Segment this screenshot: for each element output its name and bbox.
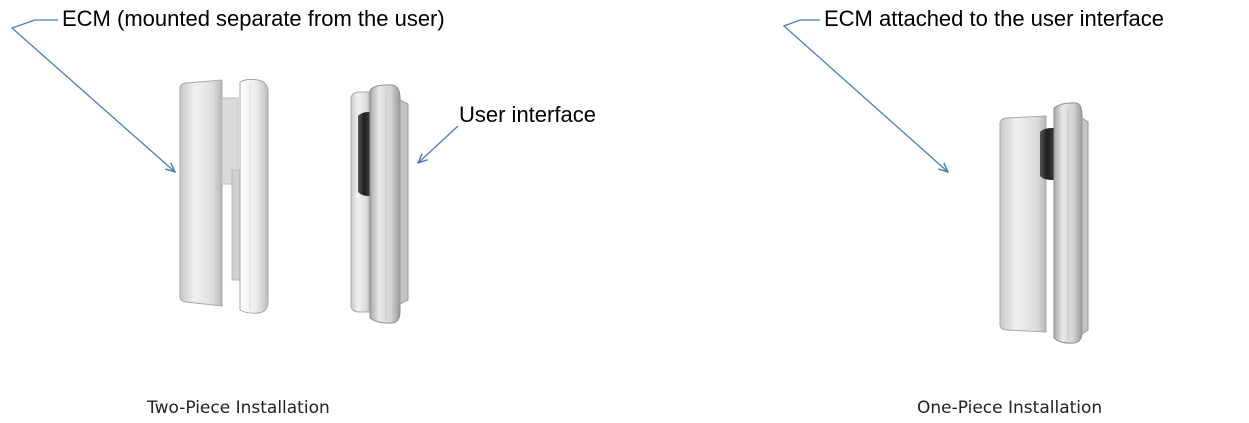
leader-user-interface [418, 125, 459, 163]
user-interface-module-icon [350, 84, 409, 324]
one-piece-assembly-icon [999, 102, 1089, 344]
leader-ecm-attached [782, 19, 948, 172]
callout-ecm-attached: ECM attached to the user interface [824, 6, 1164, 31]
ecm-module-icon [179, 78, 269, 314]
leader-ecm-separate [10, 19, 175, 172]
callout-ecm-separate: ECM (mounted separate from the user) [62, 6, 445, 31]
caption-two-piece: Two-Piece Installation [147, 398, 330, 418]
caption-one-piece: One-Piece Installation [917, 398, 1103, 418]
callout-user-interface: User interface [459, 102, 596, 127]
